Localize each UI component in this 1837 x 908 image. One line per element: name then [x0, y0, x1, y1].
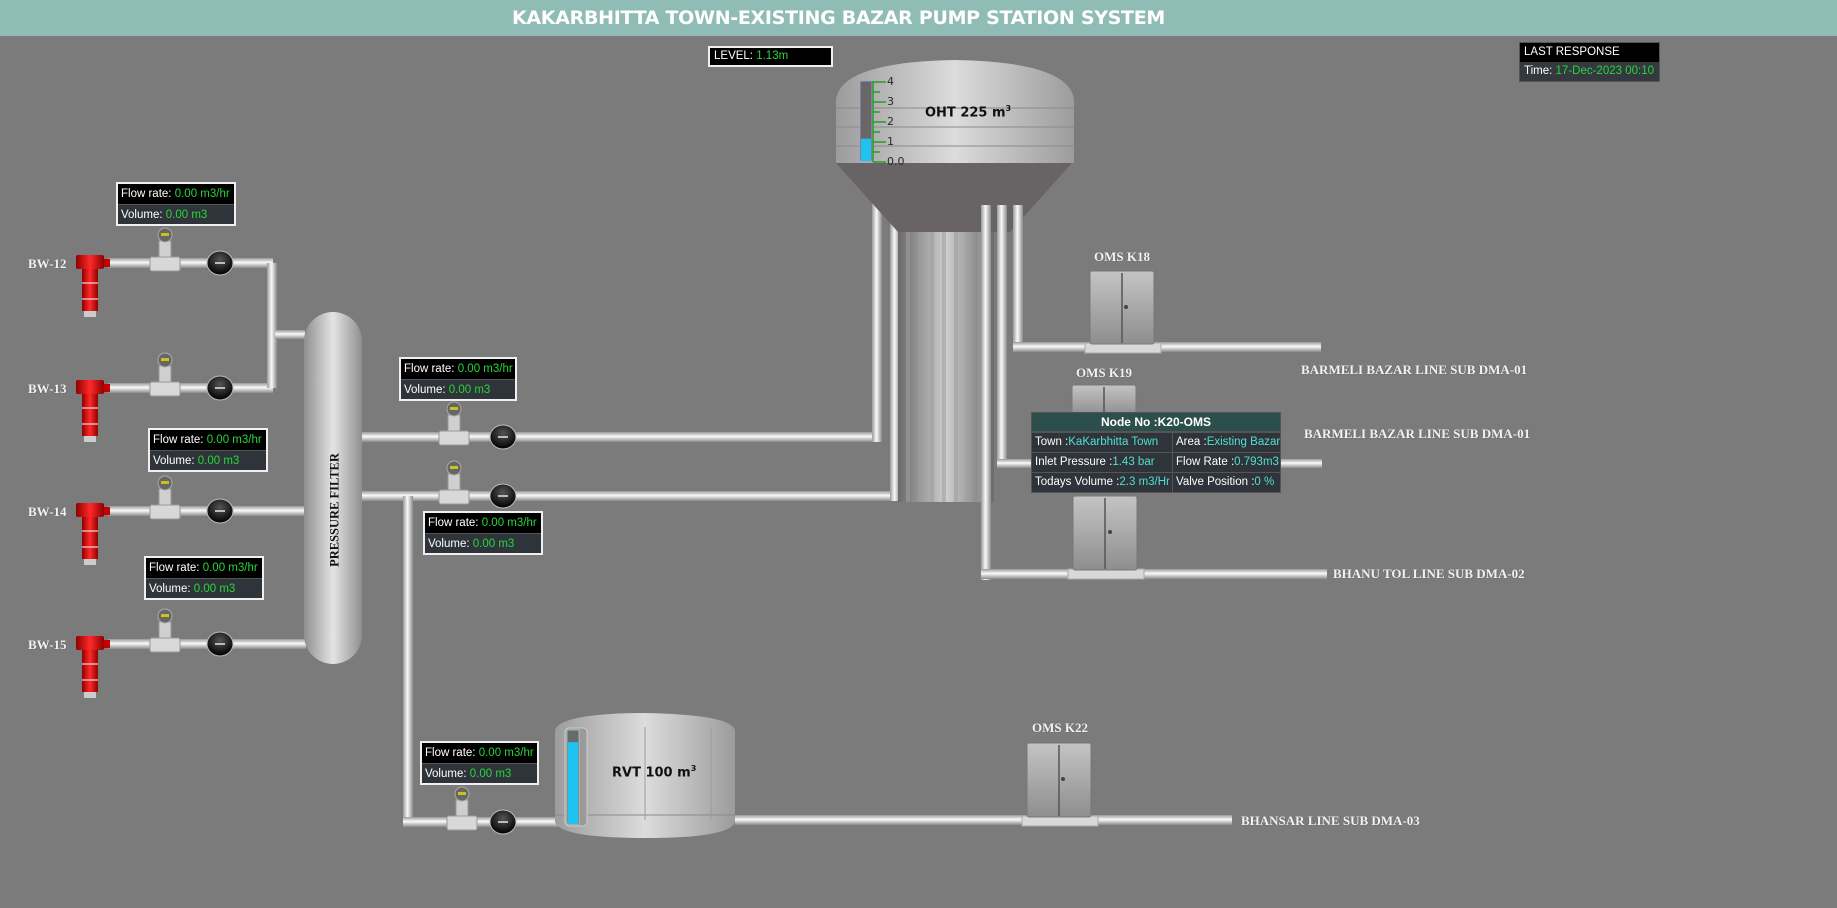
oht-gauge-fill — [861, 138, 871, 161]
flow-panel-filter-outlet-1[interactable]: Flow rate: 0.00 m3/hr Volume: 0.00 m3 — [399, 357, 517, 401]
oht-tick-2: 2 — [887, 115, 894, 128]
pressure-filter — [304, 312, 362, 664]
oht-outlet-pipes — [981, 205, 1327, 580]
valve-bw14-icon[interactable] — [206, 498, 234, 524]
valve-bw15-icon[interactable] — [206, 631, 234, 657]
oms-label-k18: OMS K18 — [1094, 249, 1150, 264]
valve-outlet-1-icon[interactable] — [489, 424, 517, 450]
oht-tick-0: 0.0 — [887, 155, 905, 168]
filter-outlet-pipes — [362, 180, 900, 827]
valve-bw12-icon[interactable] — [206, 250, 234, 276]
valve-rvt-inlet-icon[interactable] — [489, 809, 517, 835]
flow-panel-bw15[interactable]: Flow rate: 0.00 m3/hr Volume: 0.00 m3 — [144, 556, 264, 600]
borewell-label-bw15: BW-15 — [28, 637, 67, 652]
line-label-bhanu-tol: BHANU TOL LINE SUB DMA-02 — [1333, 566, 1525, 581]
flow-panel-bw14[interactable]: Flow rate: 0.00 m3/hr Volume: 0.00 m3 — [148, 428, 268, 472]
node-inlet-pressure: 1.43 bar — [1112, 456, 1155, 468]
oht-tank — [836, 60, 1074, 502]
flow-meter-bw13-icon[interactable] — [149, 352, 181, 397]
node-flow-rate: 0.793m3 — [1234, 456, 1279, 468]
node-valve-position: 0 % — [1254, 476, 1275, 488]
oms-cabinet-k18 — [1084, 270, 1162, 354]
borewell-label-bw14: BW-14 — [28, 504, 67, 519]
flow-panel-bw12[interactable]: Flow rate: 0.00 m3/hr Volume: 0.00 m3 — [116, 182, 236, 226]
flow-panel-filter-outlet-2[interactable]: Flow rate: 0.00 m3/hr Volume: 0.00 m3 — [423, 511, 543, 555]
rvt-gauge-fill — [568, 742, 578, 824]
line-label-barmeli-2: BARMELI BAZAR LINE SUB DMA-01 — [1304, 426, 1531, 441]
flow-meter-bw15-icon[interactable] — [149, 608, 181, 653]
node-info-panel[interactable]: Node No :K20-OMS Town :KaKarbhitta Town … — [1031, 412, 1281, 493]
title-bar: KAKARBHITTA TOWN-EXISTING BAZAR PUMP STA… — [0, 0, 1837, 36]
node-todays-volume: 2.3 m3/Hr — [1119, 476, 1170, 488]
oms-cabinet-k19 — [1071, 384, 1137, 416]
pump-bw13-icon[interactable] — [76, 380, 110, 442]
last-response-time: 17-Dec-2023 00:10 — [1555, 65, 1654, 77]
level-value: 1.13m — [756, 50, 789, 62]
oms-cabinet-k22 — [1021, 742, 1099, 827]
flow-panel-rvt-inlet[interactable]: Flow rate: 0.00 m3/hr Volume: 0.00 m3 — [420, 741, 539, 785]
flow-meter-outlet-2-icon[interactable] — [438, 460, 470, 505]
line-label-bhansar: BHANSAR LINE SUB DMA-03 — [1241, 813, 1420, 828]
rvt-tank — [555, 713, 1232, 838]
flow-meter-outlet-1-icon[interactable] — [438, 401, 470, 446]
valve-bw13-icon[interactable] — [206, 375, 234, 401]
page-title: KAKARBHITTA TOWN-EXISTING BAZAR PUMP STA… — [511, 7, 1165, 29]
oms-label-k22: OMS K22 — [1032, 720, 1088, 735]
borewell-label-bw13: BW-13 — [28, 381, 67, 396]
oms-cabinet-k20 — [1067, 495, 1145, 580]
valve-outlet-2-icon[interactable] — [489, 483, 517, 509]
last-response-panel: LAST RESPONSE Time: 17-Dec-2023 00:10 — [1519, 42, 1660, 82]
node-panel-title: Node No :K20-OMS — [1032, 413, 1280, 432]
rvt-label: RVT 100 m3 — [612, 764, 697, 781]
node-town: KaKarbhitta Town — [1068, 436, 1159, 448]
oht-tick-3: 3 — [887, 95, 894, 108]
flow-meter-bw14-icon[interactable] — [149, 475, 181, 520]
flow-meter-bw12-icon[interactable] — [149, 227, 181, 272]
line-label-barmeli-1: BARMELI BAZAR LINE SUB DMA-01 — [1301, 362, 1528, 377]
flow-meter-rvt-inlet-icon[interactable] — [446, 786, 478, 831]
borewell-label-bw12: BW-12 — [28, 256, 67, 271]
oht-tick-1: 1 — [887, 135, 894, 148]
oht-tick-4: 4 — [887, 75, 894, 88]
last-response-title: LAST RESPONSE — [1520, 43, 1659, 62]
pump-bw14-icon[interactable] — [76, 503, 110, 565]
oms-label-k19: OMS K19 — [1076, 365, 1132, 380]
oht-level-readout: LEVEL: 1.13m — [708, 46, 833, 67]
pump-bw12-icon[interactable] — [76, 255, 110, 317]
oht-label: OHT 225 m3 — [925, 104, 1012, 121]
pump-bw15-icon[interactable] — [76, 636, 110, 698]
pressure-filter-label: PRESSURE FILTER — [327, 453, 342, 567]
node-area: Existing Bazar — [1206, 436, 1281, 448]
